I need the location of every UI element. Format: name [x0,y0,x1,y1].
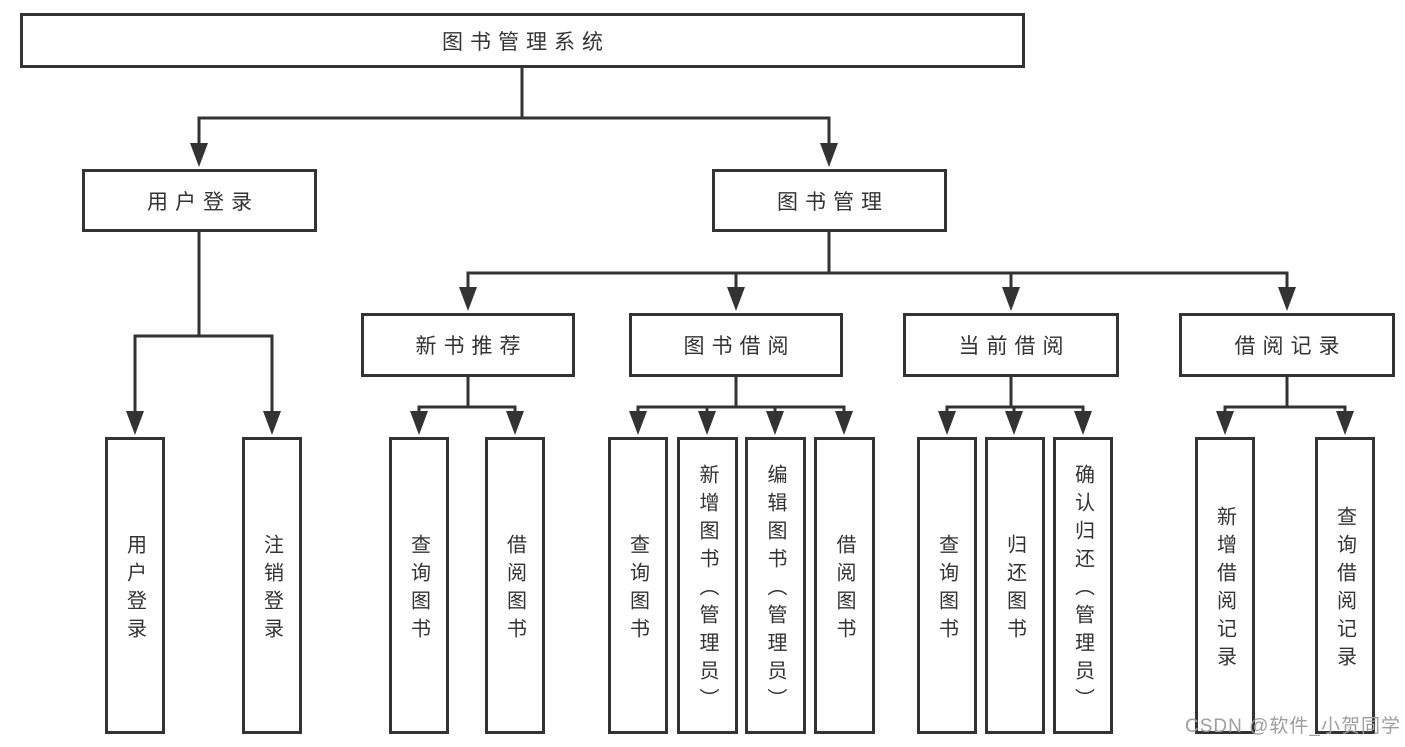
arrow-down-icon [835,411,853,435]
arrow-down-icon [1005,411,1023,435]
leaf-current-query-label: 查询图书 [935,533,958,646]
leaf-records-query: 查询借阅记录 [1315,437,1375,734]
arrow-down-icon [938,411,956,435]
arrow-down-icon [410,411,428,435]
leaf-records-add-label: 新增借阅记录 [1213,505,1236,674]
leaf-newbook-borrow: 借阅图书 [485,437,545,734]
leaf-newbook-borrow-label: 借阅图书 [503,533,526,646]
arrow-down-icon [698,411,716,435]
leaf-borrow-query: 查询图书 [608,437,668,734]
leaf-user-login: 用户登录 [105,437,165,734]
arrow-down-icon [126,411,144,435]
arrow-down-icon [459,287,477,311]
node-borrow-records: 借阅记录 [1179,313,1395,377]
leaf-user-login-label: 用户登录 [123,533,146,646]
node-current-borrow: 当前借阅 [903,313,1119,377]
leaf-borrow-edit-label: 编辑图书（管理员） [764,463,786,716]
arrow-down-icon [820,143,838,167]
node-root: 图书管理系统 [20,13,1025,68]
leaf-current-confirm-return: 确认归还（管理员） [1053,437,1113,734]
node-root-label: 图书管理系统 [442,30,610,54]
arrow-down-icon [1278,287,1296,311]
node-book-management-label: 图书管理 [777,190,889,214]
arrow-down-icon [506,411,524,435]
node-book-borrow: 图书借阅 [629,313,843,377]
node-user-login-label: 用户登录 [147,190,259,214]
node-book-borrow-label: 图书借阅 [683,335,796,358]
leaf-borrow-query-label: 查询图书 [626,533,649,646]
node-new-book-recommend: 新书推荐 [361,313,575,377]
leaf-borrow-add: 新增图书（管理员） [677,437,738,734]
leaf-borrow-borrow-label: 借阅图书 [833,533,855,646]
leaf-current-return: 归还图书 [985,437,1045,734]
node-new-book-recommend-label: 新书推荐 [415,335,528,358]
node-borrow-records-label: 借阅记录 [1234,335,1347,358]
arrow-down-icon [190,143,208,167]
leaf-current-query: 查询图书 [917,437,977,734]
arrow-down-icon [629,411,647,435]
arrow-down-icon [1074,411,1092,435]
leaf-logout-label: 注销登录 [260,533,283,646]
arrowheads [126,143,1354,435]
node-current-borrow-label: 当前借阅 [958,335,1071,358]
node-book-management: 图书管理 [712,169,947,232]
csdn-watermark: CSDN @软件_小贺同学 [1185,716,1401,737]
leaf-borrow-edit: 编辑图书（管理员） [745,437,806,734]
arrow-down-icon [766,411,784,435]
leaf-newbook-query: 查询图书 [389,437,449,734]
leaf-records-add: 新增借阅记录 [1195,437,1255,734]
arrow-down-icon [1002,287,1020,311]
leaf-borrow-borrow: 借阅图书 [814,437,875,734]
arrow-down-icon [1336,411,1354,435]
leaf-logout: 注销登录 [242,437,302,734]
leaf-borrow-add-label: 新增图书（管理员） [696,463,718,716]
leaf-records-query-label: 查询借阅记录 [1333,505,1356,674]
leaf-current-confirm-return-label: 确认归还（管理员） [1071,463,1094,716]
leaf-newbook-query-label: 查询图书 [407,533,430,646]
node-user-login: 用户登录 [82,169,317,232]
arrow-down-icon [1216,411,1234,435]
arrow-down-icon [263,411,281,435]
arrow-down-icon [727,287,745,311]
leaf-current-return-label: 归还图书 [1003,533,1026,646]
connector-paths [133,67,1347,418]
